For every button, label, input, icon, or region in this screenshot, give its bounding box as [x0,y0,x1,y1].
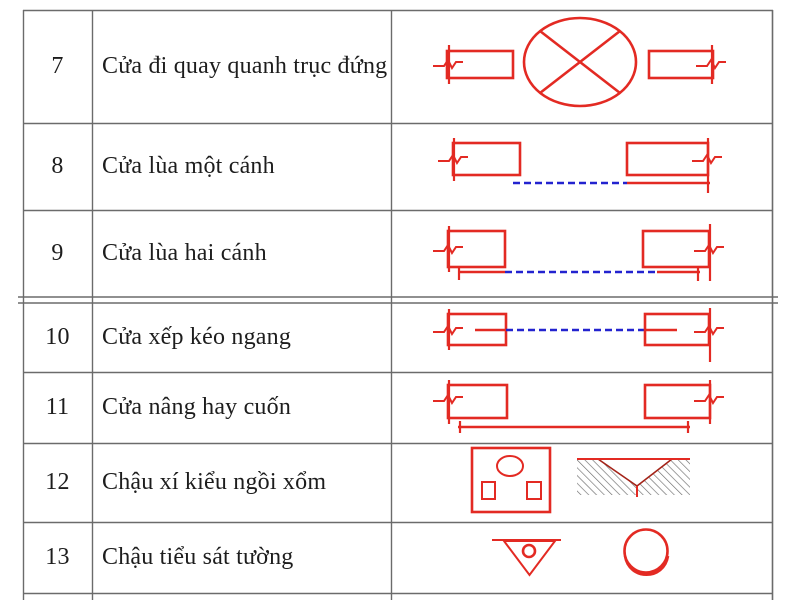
row-7-number: 7 [51,53,64,80]
row-11-symbol-lifting-rolling-door [433,380,724,433]
row-8-label: Cửa lùa một cánh [102,153,275,180]
row-10-symbol-folding-door [433,308,724,362]
row-12-number: 12 [45,469,70,496]
row-9-label: Cửa lùa hai cánh [102,240,267,267]
row-12-label: Chậu xí kiểu ngồi xổm [102,469,327,496]
row-11-label: Cửa nâng hay cuốn [102,394,292,421]
row-8-number: 8 [51,153,64,180]
row-13-label: Chậu tiểu sát tường [102,544,294,571]
row-10-number: 10 [45,323,70,350]
row-13-symbol-wall-urinal [492,528,670,577]
row-8-symbol-sliding-door-single [438,138,722,193]
row-13-number: 13 [45,544,70,571]
row-7-label: Cửa đi quay quanh trục đứng [102,53,388,80]
row-7-symbol-door-pivot-vertical-axis [433,16,726,108]
row-11-number: 11 [45,394,70,421]
row-12-symbol-squat-toilet [470,446,690,514]
row-9-number: 9 [51,240,64,267]
row-9-symbol-sliding-door-double [433,224,724,281]
row-10-label: Cửa xếp kéo ngang [102,323,292,350]
